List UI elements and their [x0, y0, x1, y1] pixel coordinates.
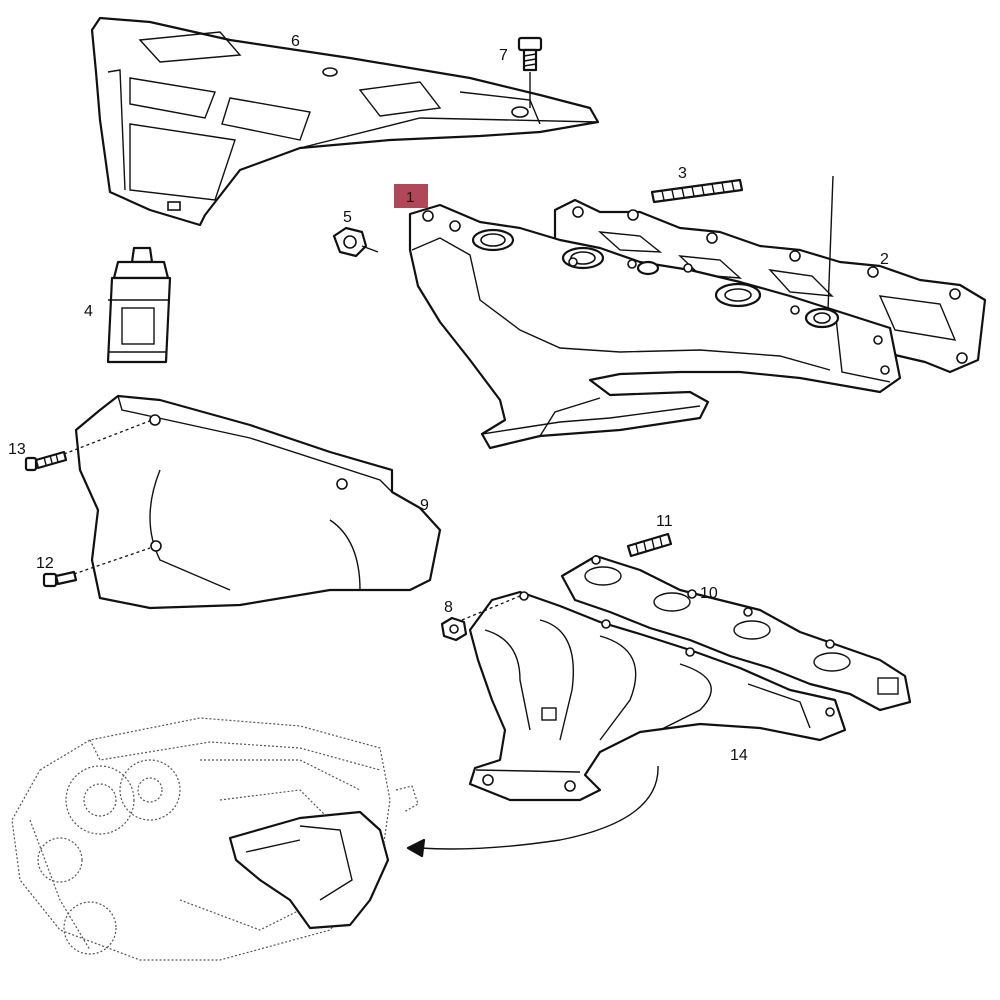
label-part-3: 3 — [678, 165, 687, 182]
nut-part-8 — [440, 616, 468, 642]
label-part-10: 10 — [700, 585, 718, 602]
lower-gasket-part-10 — [560, 554, 912, 712]
sealant-tube-part-4 — [106, 246, 172, 364]
part-1-highlight — [394, 184, 428, 208]
label-part-7: 7 — [499, 47, 508, 64]
stud-part-11 — [626, 532, 673, 558]
label-part-11: 11 — [656, 513, 673, 530]
label-part-12: 12 — [36, 555, 54, 572]
engine-assembly-sketch — [11, 717, 419, 961]
label-part-6: 6 — [291, 33, 300, 50]
label-part-9: 9 — [420, 497, 429, 514]
lower-heat-shield-part-9 — [63, 394, 442, 610]
upper-heat-shield — [90, 16, 600, 227]
exhaust-manifold-part-14 — [461, 590, 847, 802]
label-part-14: 14 — [730, 747, 748, 764]
label-part-8: 8 — [444, 599, 453, 616]
label-part-1: 1 — [406, 189, 414, 206]
bolt-part-13 — [24, 450, 68, 472]
exhaust-manifold-part-1 — [408, 203, 902, 450]
label-part-5: 5 — [343, 209, 352, 226]
label-part-4: 4 — [84, 303, 93, 320]
nut-part-5 — [332, 226, 379, 258]
assembly-arrow — [406, 765, 659, 858]
label-part-13: 13 — [8, 441, 26, 458]
bolt-part-7 — [517, 36, 543, 108]
label-part-2: 2 — [880, 251, 889, 268]
bolt-part-12 — [42, 570, 78, 588]
stud-part-3 — [650, 178, 744, 204]
